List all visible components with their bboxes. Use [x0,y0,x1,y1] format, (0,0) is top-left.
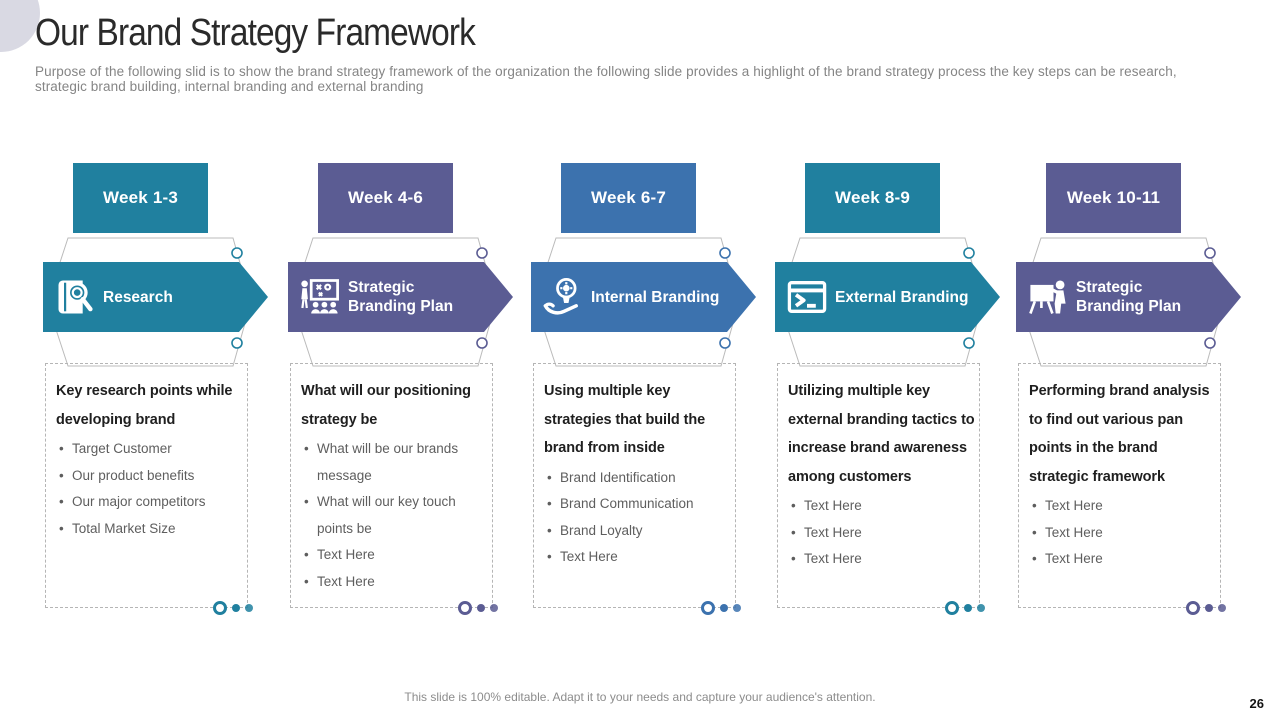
stage-title: External Branding [835,288,969,306]
bullet-item: Text Here [1029,493,1218,520]
framework-column-strategic-branding-plan-2: Week 10-11 Strategic Branding Plan Perfo… [1016,0,1266,720]
dots-decoration [458,601,498,615]
bullet-item: Target Customer [56,436,245,463]
bullet-item: Our product benefits [56,463,245,490]
framework-column-strategic-branding-plan: Week 4-6 Strategic Branding Plan What wi… [288,0,538,720]
presenter-easel-icon [1029,280,1066,314]
bullet-item: Total Market Size [56,516,245,543]
week-label: Week 6-7 [591,188,666,207]
week-label: Week 8-9 [835,188,910,207]
corner-circle-decoration [0,0,40,52]
bullet-item: Brand Identification [544,465,733,492]
framework-column-internal-branding: Week 6-7 Internal Branding Using multipl… [531,0,781,720]
terminal-icon [787,281,827,313]
stage-heading: Using multiple key strategies that build… [544,383,706,456]
week-header: Week 6-7 [561,163,696,233]
strategy-board-icon [301,279,339,314]
stage-description-box: What will our positioning strategy be Wh… [290,363,493,608]
bullet-item: Our major competitors [56,489,245,516]
bullet-item: What will be our brands message [301,436,490,489]
week-header: Week 10-11 [1046,163,1181,233]
stage-description-box: Using multiple key strategies that build… [533,363,736,608]
stage-description-box: Utilizing multiple key external branding… [777,363,980,608]
stage-arrow-shape [43,262,268,332]
stage-arrow-shape [531,262,756,332]
bullet-item: Brand Communication [544,491,733,518]
framework-column-external-branding: Week 8-9 External Branding Utilizing mul… [775,0,1025,720]
framework-column-research: Week 1-3 Research Key research points wh… [43,0,293,720]
stage-heading: Key research points while developing bra… [56,383,233,428]
bullet-item: Text Here [544,544,733,571]
editable-note: This slide is 100% editable. Adapt it to… [404,690,876,704]
stage-bullet-list: What will be our brands message What wil… [301,436,490,595]
dots-decoration [1186,601,1226,615]
bullet-item: Brand Loyalty [544,518,733,545]
stage-bullet-list: Target Customer Our product benefits Our… [56,436,245,542]
week-header: Week 8-9 [805,163,940,233]
week-header: Week 4-6 [318,163,453,233]
stage-description-box: Performing brand analysis to find out va… [1018,363,1221,608]
stage-title: Research [103,288,173,306]
stage-arrow-shape [288,262,513,332]
stage-heading: Utilizing multiple key external branding… [788,383,975,485]
bullet-item: Text Here [1029,520,1218,547]
stage-description-box: Key research points while developing bra… [45,363,248,608]
stage-bullet-list: Text Here Text Here Text Here [788,493,977,573]
dots-decoration [701,601,741,615]
stage-title: Internal Branding [591,288,720,306]
bullet-item: Text Here [788,520,977,547]
bullet-item: Text Here [301,542,490,569]
week-label: Week 1-3 [103,188,178,207]
stage-arrow-shape [775,262,1000,332]
research-magnifier-icon [58,280,93,314]
bullet-item: Text Here [301,569,490,596]
stage-heading: Performing brand analysis to find out va… [1029,383,1210,485]
bullet-item: Text Here [788,493,977,520]
stage-heading: What will our positioning strategy be [301,383,471,428]
stage-title: Strategic Branding Plan [348,279,454,315]
stage-bullet-list: Brand Identification Brand Communication… [544,465,733,571]
stage-title: Strategic Branding Plan [1076,279,1182,315]
dots-decoration [213,601,253,615]
week-header: Week 1-3 [73,163,208,233]
bullet-item: Text Here [788,546,977,573]
stage-bullet-list: Text Here Text Here Text Here [1029,493,1218,573]
week-label: Week 4-6 [348,188,423,207]
bullet-item: What will our key touch points be [301,489,490,542]
idea-hand-icon [543,278,578,315]
bullet-item: Text Here [1029,546,1218,573]
page-subtitle: Purpose of the following slid is to show… [35,64,1177,94]
page-title: Our Brand Strategy Framework [35,12,476,54]
dots-decoration [945,601,985,615]
stage-arrow-shape [1016,262,1241,332]
week-label: Week 10-11 [1066,188,1161,207]
page-number: 26 [1249,696,1264,711]
